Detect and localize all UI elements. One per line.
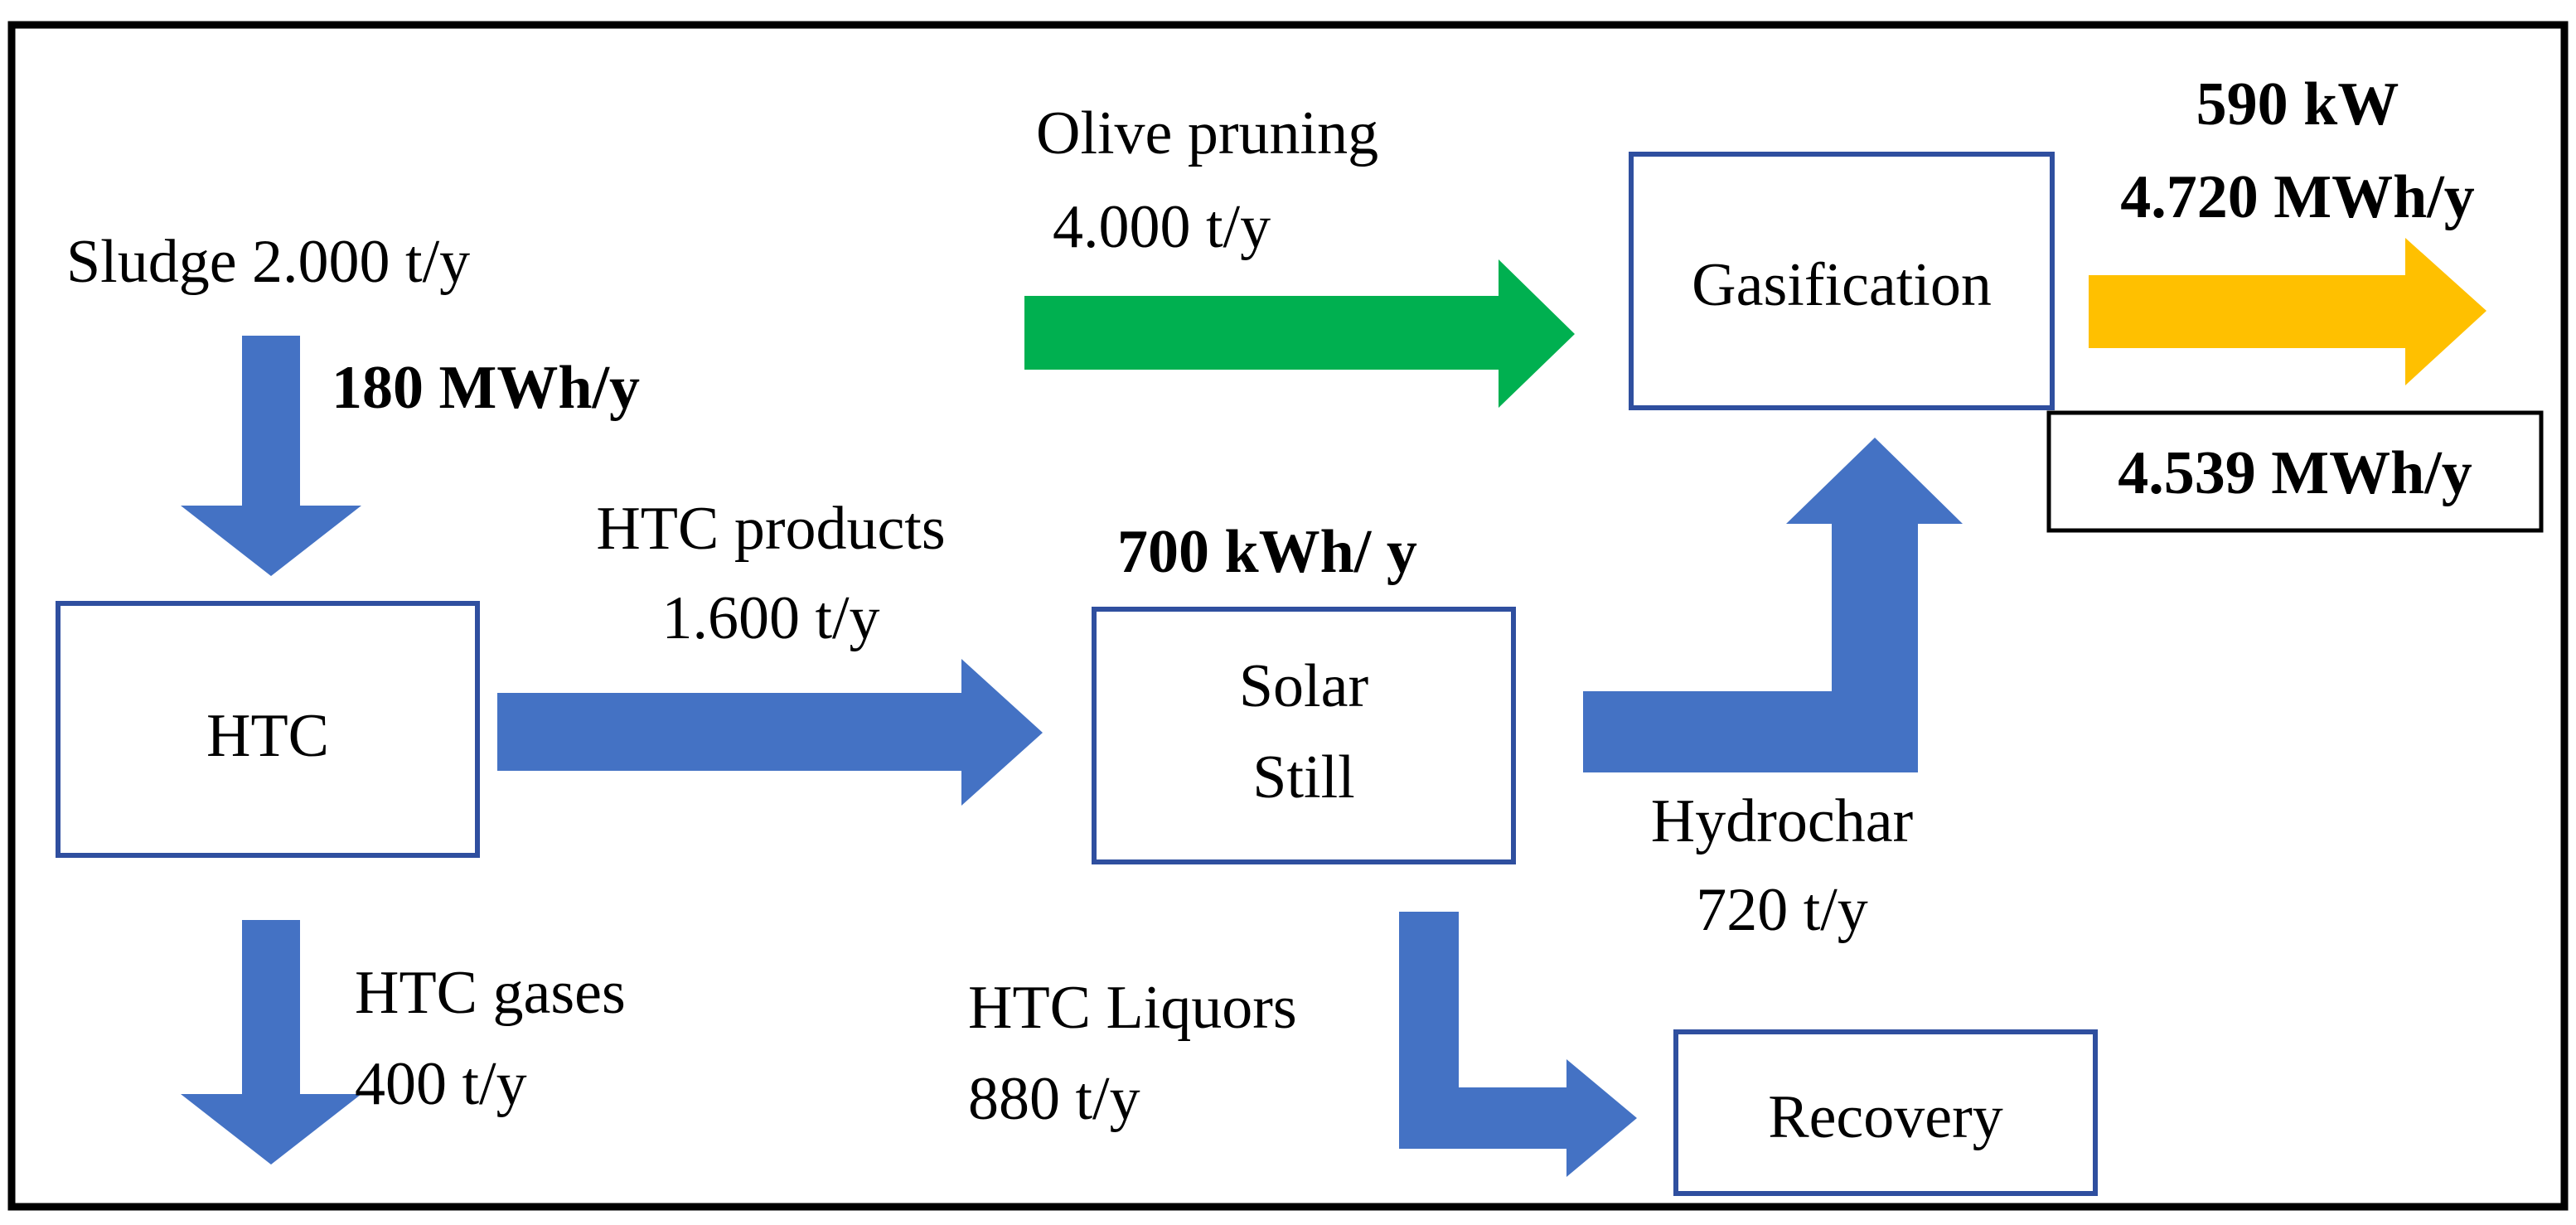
sludge-label: Sludge 2.000 t/y [66,228,470,296]
olive-pruning-right-arrow-icon [1024,259,1575,408]
sludge-down-arrow-icon [181,336,361,576]
hydrochar-elbow-up-arrow-icon [1583,438,1963,772]
solar-still-box [1092,607,1516,864]
recovery-label: Recovery [1768,1083,2003,1151]
htc-box [56,601,480,858]
htc-node-label: HTC [206,702,329,770]
olive-pruning-label-line1: Olive pruning [1036,99,1378,167]
solar-still-label-line2: Still [1252,743,1354,811]
recovery-box [1673,1029,2098,1196]
solar-energy-label: 700 kWh/ y [1117,518,1417,586]
solar-still-label-line1: Solar [1239,652,1368,720]
hydrochar-label-line1: Hydrochar [1651,787,1913,855]
recovered-energy-label: 4.539 MWh/y [2118,439,2472,507]
htc-products-label-line1: HTC products [596,495,945,563]
output-right-arrow-icon [2089,238,2486,385]
htc-energy-label: 180 MWh/y [332,354,640,422]
htc-gases-down-arrow-icon [181,920,361,1164]
output-power-label: 590 kW [2196,70,2399,138]
gasification-box [1629,152,2055,410]
liquors-elbow-right-arrow-icon [1399,912,1637,1177]
recovered-energy-box [2046,410,2544,533]
liquors-label-line2: 880 t/y [968,1065,1140,1133]
htc-products-right-arrow-icon [497,659,1043,806]
liquors-label-line1: HTC Liquors [968,974,1297,1042]
htc-gases-label-line2: 400 t/y [355,1050,527,1118]
htc-gases-label-line1: HTC gases [355,959,626,1027]
outer-frame [7,21,2569,1211]
gasification-label: Gasification [1692,251,1992,319]
olive-pruning-label-line2: 4.000 t/y [1053,193,1271,261]
htc-products-label-line2: 1.600 t/y [661,584,879,652]
output-energy-label: 4.720 MWh/y [2120,163,2475,231]
hydrochar-label-line2: 720 t/y [1696,876,1868,944]
